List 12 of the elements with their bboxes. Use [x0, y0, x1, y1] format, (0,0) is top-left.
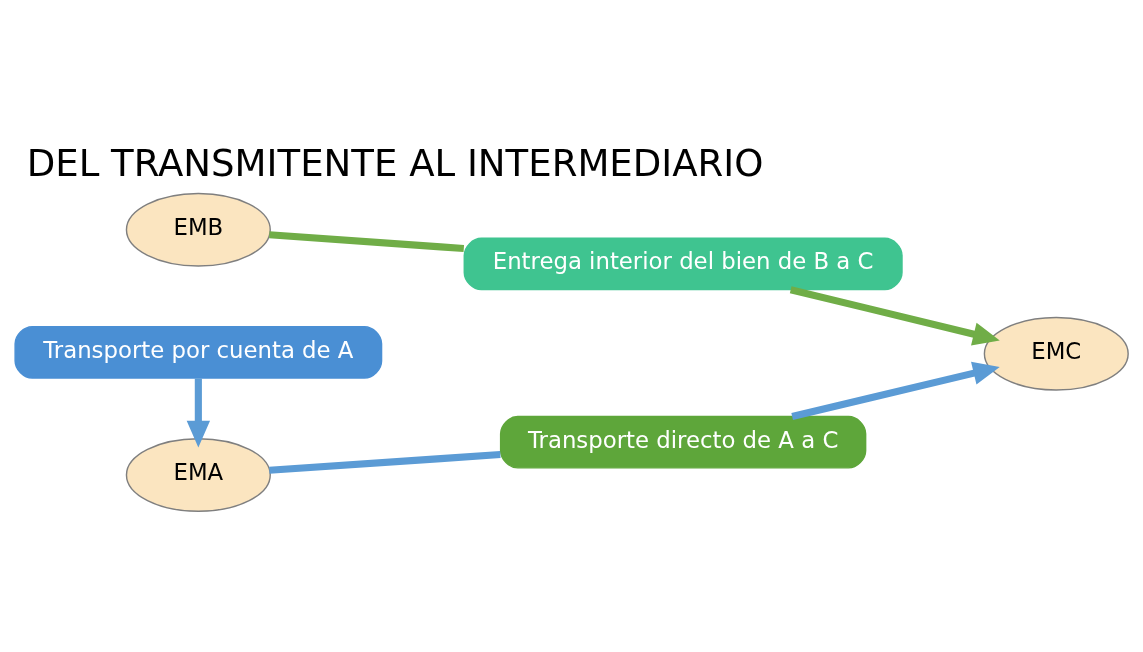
- connector: [269, 451, 501, 474]
- node-box: Transporte por cuenta de A: [14, 326, 383, 379]
- arrow: [791, 361, 1000, 420]
- diagram-title: DEL TRANSMITENTE AL INTERMEDIARIO: [26, 142, 764, 186]
- arrow: [186, 378, 211, 448]
- node-box: Transporte directo de A a C: [499, 415, 867, 469]
- node-ellipse: EMB: [125, 192, 271, 267]
- node-box: Entrega interior del bien de B a C: [463, 237, 903, 291]
- node-ellipse: EMC: [983, 316, 1129, 391]
- connector: [269, 231, 465, 253]
- node-ellipse: EMA: [125, 438, 271, 512]
- arrow: [789, 286, 1000, 346]
